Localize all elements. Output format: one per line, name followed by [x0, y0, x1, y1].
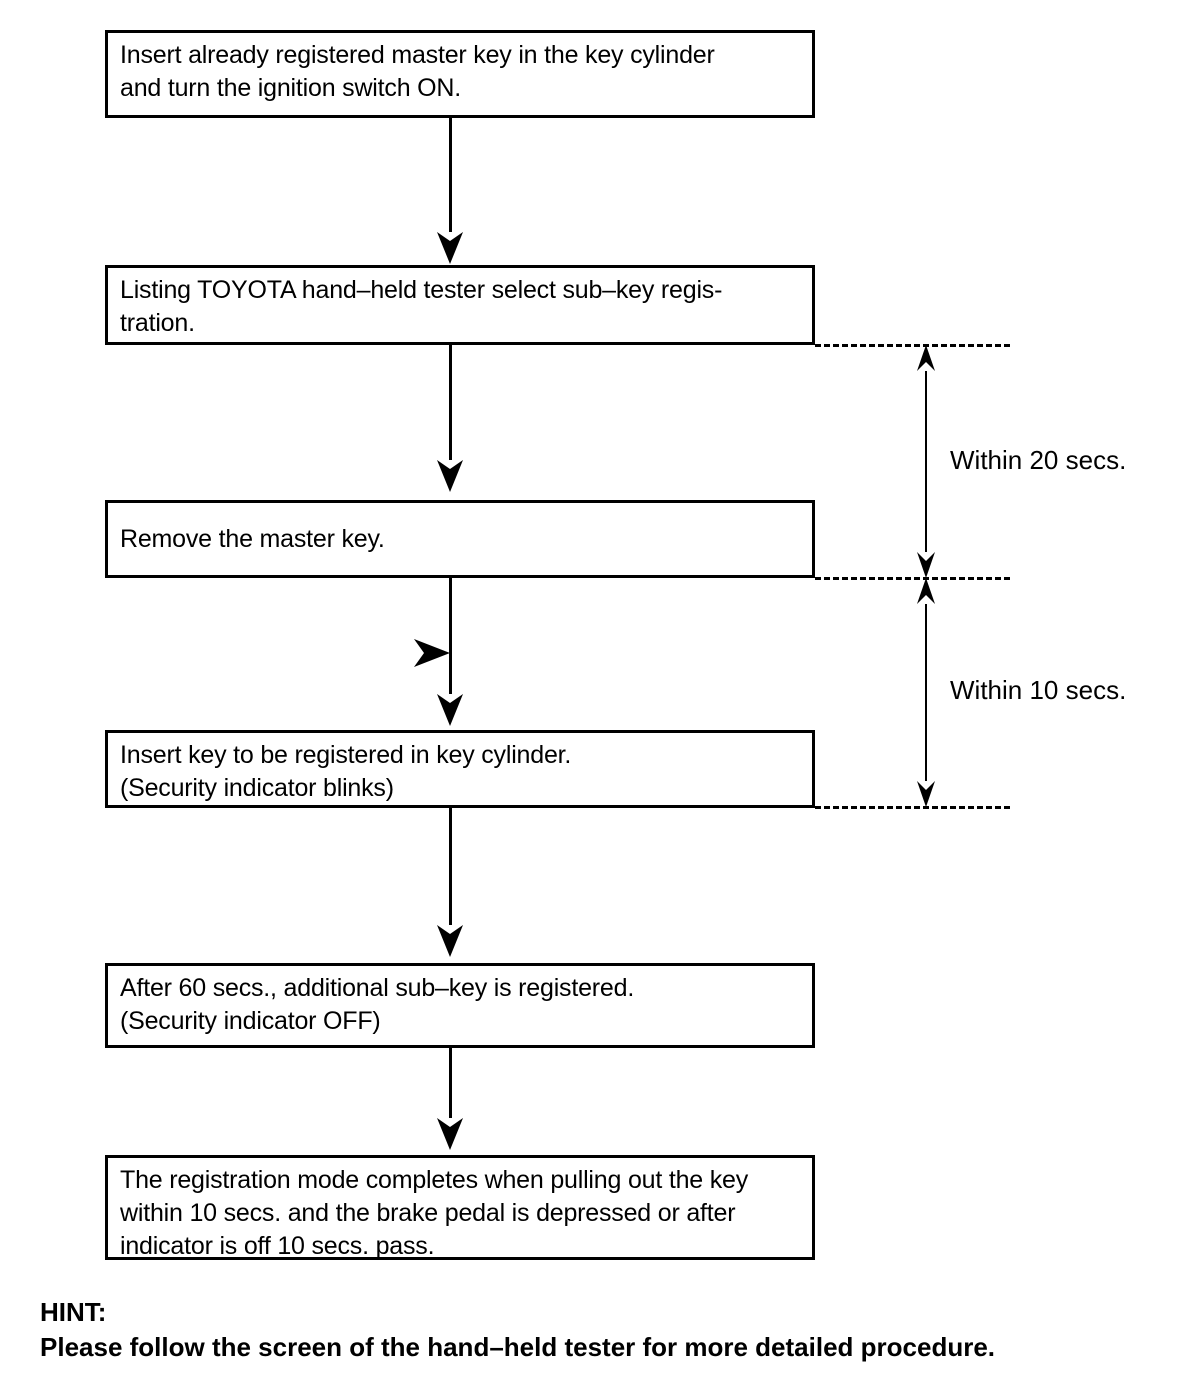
- connector-5-to-6: [449, 1048, 452, 1123]
- step-5-line-2: (Security indicator OFF): [120, 1007, 381, 1035]
- flow-step-box-6: The registration mode completes when pul…: [105, 1155, 815, 1260]
- step-1-line-1: Insert already registered master key in …: [120, 41, 715, 69]
- double-headed-arrow-icon-1-top: [917, 345, 935, 371]
- step-2-line-1: Listing TOYOTA hand–held tester select s…: [120, 276, 723, 304]
- flow-step-box-1: Insert already registered master key in …: [105, 30, 815, 118]
- connector-1-to-2: [449, 118, 452, 240]
- timing-leader-bottom: [815, 806, 1010, 809]
- arrow-right-marker-icon: [414, 639, 450, 667]
- step-6-line-2: within 10 secs. and the brake pedal is d…: [120, 1199, 736, 1227]
- arrow-down-icon-1: [437, 232, 463, 264]
- flow-step-box-2: Listing TOYOTA hand–held tester select s…: [105, 265, 815, 345]
- step-5-line-1: After 60 secs., additional sub–key is re…: [120, 974, 635, 1002]
- timing-2-label: Within 10 secs.: [950, 675, 1127, 705]
- timing-leader-middle: [815, 577, 1010, 580]
- double-headed-arrow-icon-2-top: [917, 578, 935, 604]
- step-4-line-1: Insert key to be registered in key cylin…: [120, 741, 572, 769]
- step-6-line-1: The registration mode completes when pul…: [120, 1166, 749, 1194]
- flow-step-box-4: Insert key to be registered in key cylin…: [105, 730, 815, 808]
- hint-heading: HINT:: [40, 1297, 107, 1327]
- flow-step-box-3: Remove the master key.: [105, 500, 815, 578]
- connector-3-to-4: [449, 578, 452, 698]
- flow-step-box-5: After 60 secs., additional sub–key is re…: [105, 963, 815, 1048]
- timing-leader-top: [815, 344, 1010, 347]
- arrow-down-icon-2: [437, 460, 463, 492]
- connector-2-to-3: [449, 345, 452, 467]
- timing-1-line: [925, 350, 927, 574]
- step-6-line-3: indicator is off 10 secs. pass.: [120, 1232, 435, 1260]
- timing-2-line: [925, 583, 927, 803]
- step-4-line-2: (Security indicator blinks): [120, 774, 394, 802]
- arrow-down-icon-4: [437, 925, 463, 957]
- step-2-line-2: tration.: [120, 309, 195, 337]
- connector-4-to-5: [449, 808, 452, 930]
- step-3-line-1: Remove the master key.: [120, 525, 385, 553]
- arrow-down-icon-3: [437, 694, 463, 726]
- step-1-line-2: and turn the ignition switch ON.: [120, 74, 461, 102]
- double-headed-arrow-icon-2-bottom: [917, 781, 935, 807]
- arrow-down-icon-5: [437, 1118, 463, 1150]
- hint-text: Please follow the screen of the hand–hel…: [40, 1332, 996, 1362]
- double-headed-arrow-icon-1-bottom: [917, 552, 935, 578]
- timing-1-label: Within 20 secs.: [950, 445, 1127, 475]
